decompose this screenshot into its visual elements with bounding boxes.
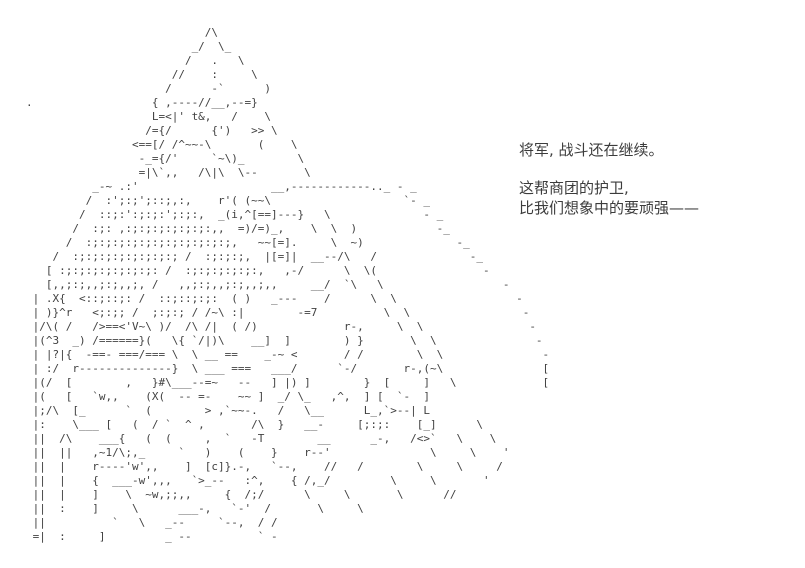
dialogue-line-2: 这帮商团的护卫,	[519, 179, 629, 197]
dialogue-block: 将军, 战斗还在继续。 这帮商团的护卫, 比我们想象中的要顽强——	[519, 140, 699, 218]
ascii-art: /\ _/ \_ / . \ // : \ / -` ) . { ,----//…	[26, 26, 550, 543]
dialogue-line-1: 将军, 战斗还在继续。	[519, 141, 664, 159]
paragraph-gap	[519, 160, 699, 178]
dialogue-line-3: 比我们想象中的要顽强——	[519, 199, 700, 217]
